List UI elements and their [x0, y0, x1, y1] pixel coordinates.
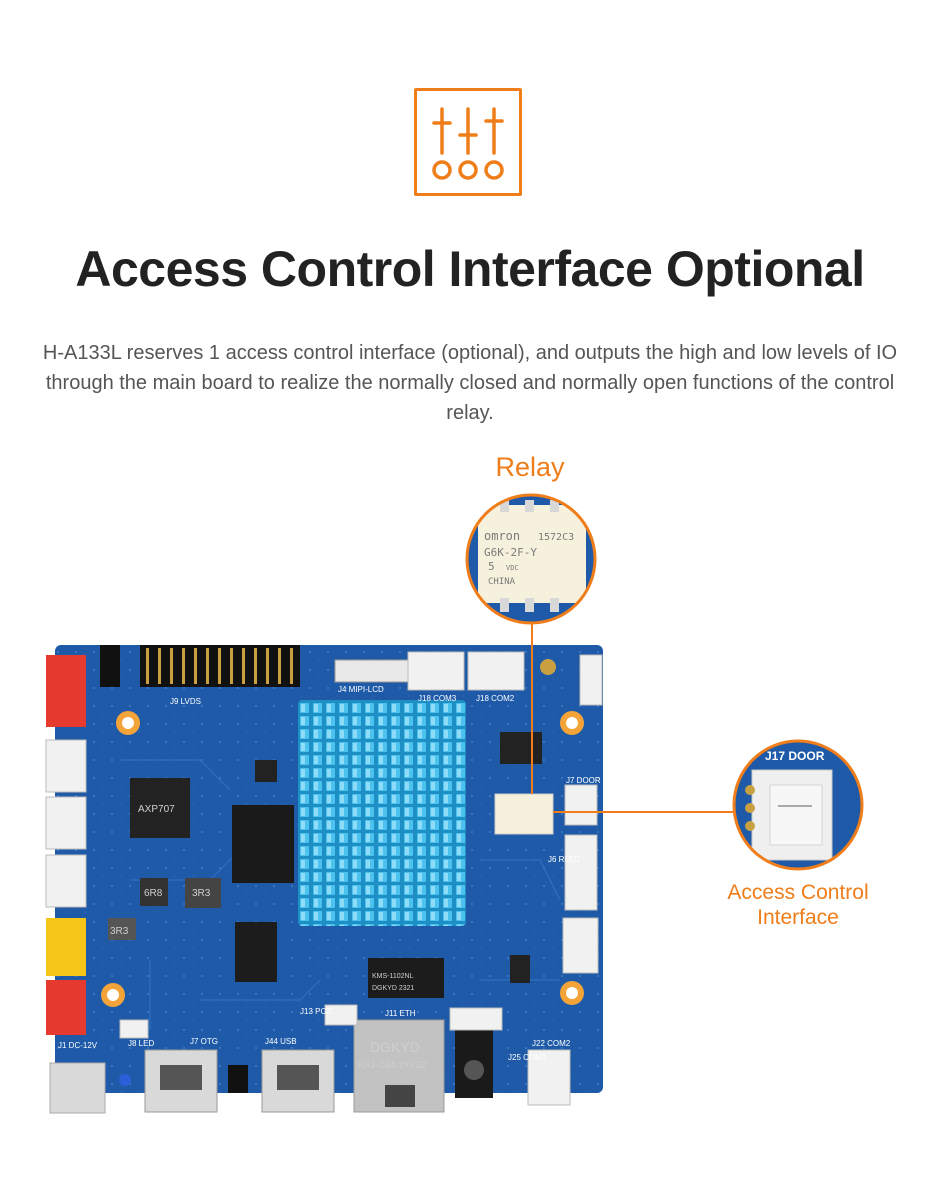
relay-model: G6K-2F-Y	[484, 546, 537, 559]
label-j1-dc: J1 DC-12V	[58, 1041, 98, 1050]
label-j9-lvds: J9 LVDS	[170, 697, 201, 706]
heatsink	[298, 700, 466, 926]
relay-volt: 5	[488, 560, 495, 573]
access-control-callout-label: Access Control Interface	[727, 881, 869, 929]
chip-label-6r8: 6R8	[144, 888, 163, 899]
top-connectors	[407, 651, 603, 706]
label-j8-led: J8 LED	[128, 1039, 154, 1048]
chip-label-magnetics-model: KMS-1102NL	[372, 973, 414, 980]
label-j44-usb: J44 USB	[265, 1037, 297, 1046]
label-j18-com2: J18 COM2	[476, 694, 515, 703]
chip-label-magnetics: DGKYD 2321	[372, 985, 415, 992]
mipi-lcd-connector	[334, 659, 416, 683]
relay-zoom: omron 1572C3 G6K-2F-Y 5 VDC CHINA	[465, 493, 597, 625]
label-j11-eth: J11 ETH	[385, 1009, 416, 1018]
label-j7-door: J7 DOOR	[566, 776, 601, 785]
door-connector-zoom: J17 DOOR	[732, 739, 864, 871]
label-j13-poe: J13 POE	[300, 1007, 332, 1016]
chip-label-axp: AXP707	[138, 804, 175, 815]
label-j25-com1: J25 COM1	[508, 1053, 547, 1062]
label-j22-com2: J22 COM2	[532, 1039, 571, 1048]
relay-origin: CHINA	[488, 577, 516, 587]
chips	[108, 732, 542, 998]
left-connectors	[45, 655, 87, 1035]
bottom-ports	[49, 1004, 571, 1114]
chip-label-3r3b: 3R3	[110, 926, 129, 937]
chip-label-eth-brand: DGKYD	[370, 1039, 420, 1055]
relay-brand: omron	[484, 529, 520, 543]
right-connectors	[562, 784, 599, 974]
chip-label-3r3a: 3R3	[192, 888, 211, 899]
label-j6-rled: J6 RLED	[548, 855, 580, 864]
door-zoom-label: J17 DOOR	[765, 749, 825, 763]
page-title: Access Control Interface Optional	[75, 241, 865, 297]
mounting-holes	[101, 711, 584, 1007]
relay-vdc: VDC	[506, 564, 519, 572]
label-j18-com3: J18 COM3	[418, 694, 457, 703]
relay-component	[494, 793, 554, 835]
page-description: H-A133L reserves 1 access control interf…	[42, 342, 898, 424]
relay-callout-label: Relay	[495, 452, 565, 482]
sliders-icon	[414, 88, 522, 196]
gpio-header	[100, 645, 300, 687]
relay-lot: 1572C3	[538, 532, 574, 543]
label-j4-mipi: J4 MIPI-LCD	[338, 685, 384, 694]
label-j7-otg: J7 OTG	[190, 1037, 218, 1046]
chip-label-eth-model: KRJ-CB4-2YKSZ	[358, 1060, 428, 1070]
callout-lines	[531, 623, 735, 813]
